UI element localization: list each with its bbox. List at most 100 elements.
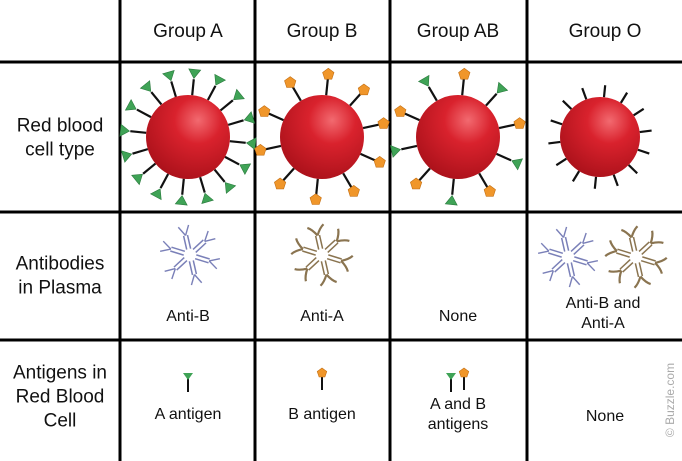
antibody-stem [619,259,631,270]
antigen-b-icon [377,117,390,129]
antibody-arm [316,223,325,236]
antigen-stalk [555,157,567,167]
antibody-stem [196,254,210,260]
antigen-a-icon [417,74,430,87]
header-group-o: Group O [568,21,642,43]
antigen-stalk [418,167,431,182]
antigen-a-icon [233,88,245,101]
antibody-arm [335,228,340,242]
antibody-stem [173,257,185,268]
antibody-stem [564,236,570,251]
antibody-arm [159,248,172,252]
antigen-stalk [227,119,244,126]
antibody-stem [551,259,563,270]
antigen-stalk [581,87,588,100]
antibody-stem [324,260,330,275]
antibody-stem [574,256,588,262]
antigen-stalk [342,172,353,188]
anti-a-antibodies-icon [290,223,354,287]
antigen-b-icon [316,367,328,378]
antigen-a-icon [162,69,175,82]
antigen-marker-ab-a [446,373,456,392]
cell-group-o [548,85,652,189]
antibody-stem [327,242,339,253]
antigen-stalk [224,155,240,166]
antibody-arm [639,275,652,286]
antibody-stem [638,241,650,253]
antigen-b-icon [357,83,370,96]
antigen-a-icon [131,173,143,186]
antigen-stalk [265,144,282,151]
antigen-stalk [291,86,302,102]
antigen-a-icon [120,150,133,163]
antigen-stalk [268,112,284,122]
antibody-stem [548,252,562,258]
antibody-stem [640,259,655,266]
cell-group-b [254,67,390,205]
antigen-b-icon [458,67,471,80]
antigen-stalk [325,79,329,96]
antibody-stem [570,241,582,253]
antigen-marker-b [316,367,328,390]
antigen-a-icon [149,188,162,201]
antigen-label-b: B antigen [288,406,356,423]
antigen-stalk [639,129,652,134]
antigen-a-icon [174,194,188,206]
antibody-arm [295,238,304,250]
antibody-arm [184,224,190,236]
antigen-b-icon [347,185,360,197]
antigen-b-icon [458,367,470,378]
antigen-a-icon [446,373,456,380]
antibody-stem [632,236,638,251]
antigen-a-icon [224,182,237,194]
antigen-stalk [136,108,152,119]
antibody-arm [294,267,308,271]
antigen-a-icon [183,373,193,380]
antibody-arm [555,228,565,238]
row-label-antigens: Antigens in Red Blood Cell [12,362,108,431]
antibody-arm [562,226,568,238]
antibody-stem [570,262,576,277]
antigen-a-icon [124,98,137,111]
antigen-b-icon [309,193,322,205]
antibody-arm [208,258,221,262]
antibody-arm [568,276,574,288]
antigen-stalk [404,112,420,122]
antigen-b-icon [513,117,526,129]
antigen-stalk [562,99,573,110]
antibody-stem [560,237,566,252]
antibody-stem [305,257,317,268]
antigen-b-icon [258,105,271,117]
header-group-b: Group B [286,21,358,43]
antigen-stalk [451,178,455,195]
antigen-stalk [461,79,465,96]
antibody-arm [162,240,172,250]
antibody-stem [572,259,587,266]
antibody-arm [654,257,668,264]
antigen-stalk [550,119,563,126]
antigen-label-a: A antigen [154,406,222,423]
anti-b-antibodies-icon [159,224,221,286]
antibody-stem [628,237,634,252]
antigen-a-icon [139,80,152,92]
antigen-stalk [213,168,226,183]
antigen-b-icon [322,67,335,80]
antigen-stalk [485,92,498,107]
antibody-stem [566,263,572,278]
antibody-stem [554,261,566,273]
antibody-arm [650,241,664,245]
watermark: © Buzzle.com [663,362,677,438]
antibody-arm [654,262,663,274]
antigen-b-icon [410,177,423,190]
antigen-stalk [199,176,206,193]
antibody-stem [318,234,324,249]
antibody-stem [622,261,634,273]
antibody-label-ab: None [438,308,478,325]
antibody-arm [204,238,216,243]
antibody-arm [582,232,587,244]
antigen-stalk [349,92,362,107]
antibody-stem [641,244,653,255]
antibody-arm [586,262,596,272]
row-label-red-blood-cell: Red blood cell type [16,115,104,160]
antibody-arm [204,230,209,242]
